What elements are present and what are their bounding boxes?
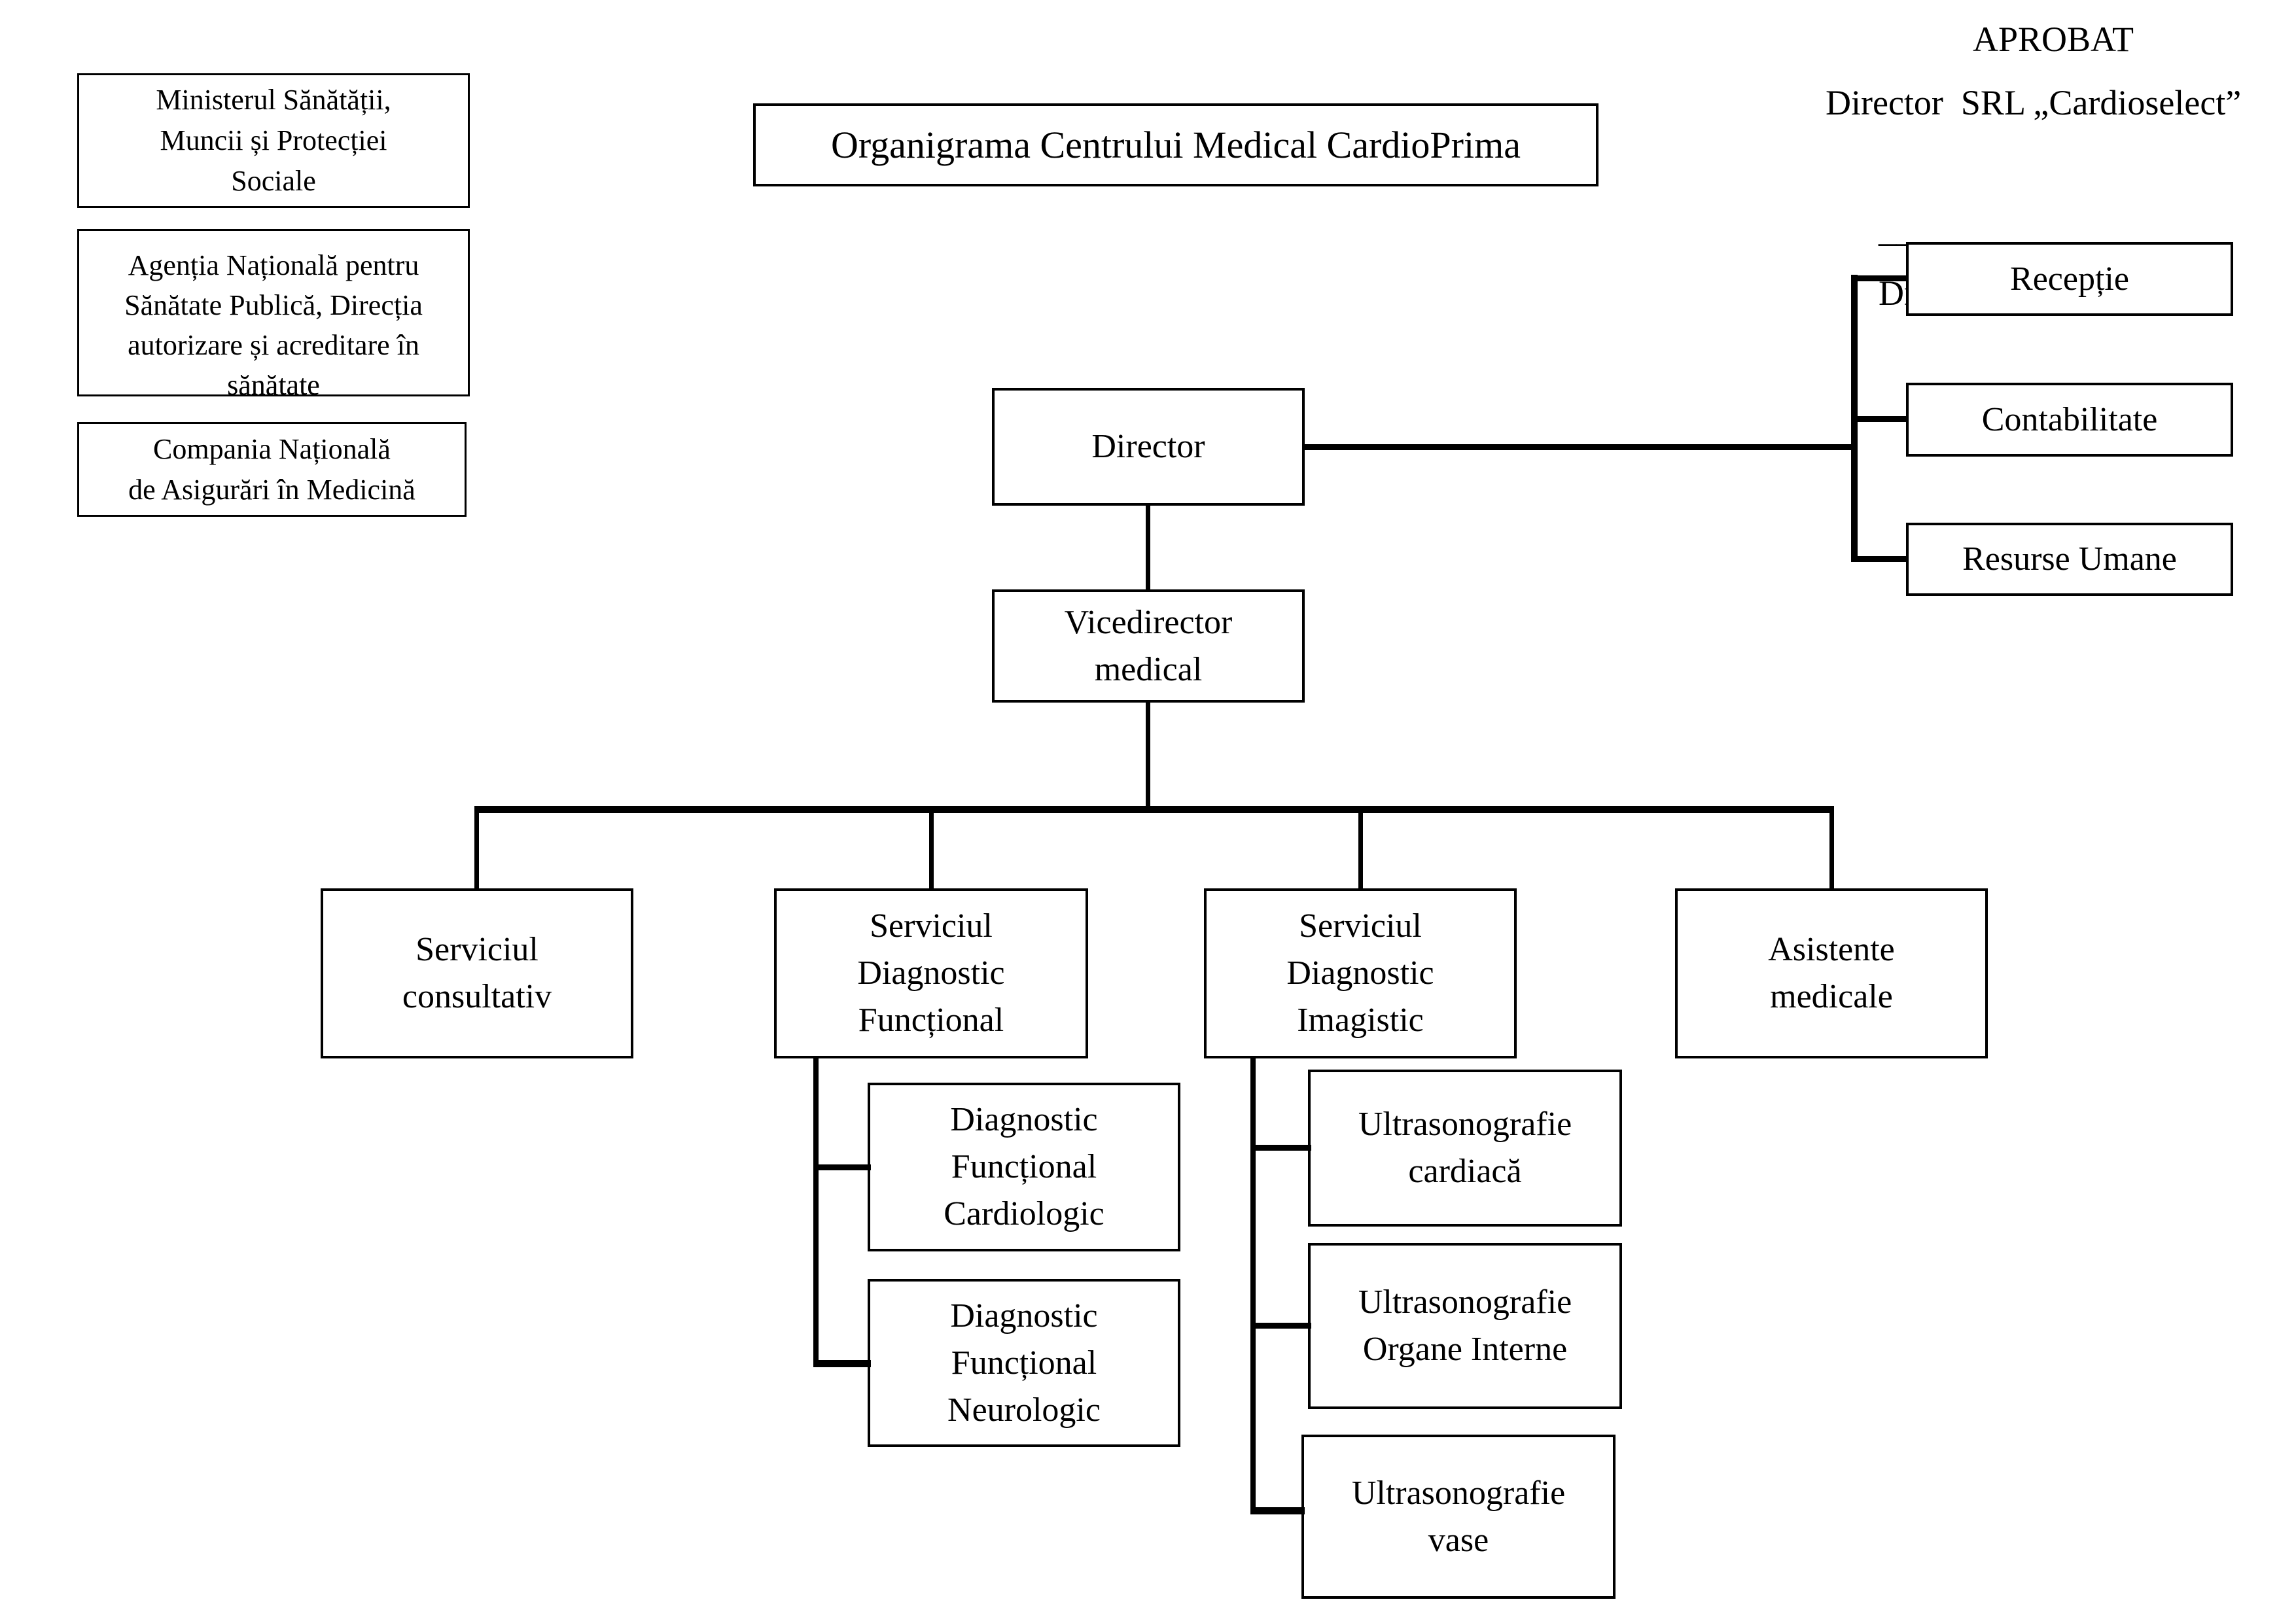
connector-imagistic-branch xyxy=(1250,1057,1256,1514)
internal-organs-ultrasound-line: Organe Interne xyxy=(1362,1331,1568,1368)
connector-drop-assistants xyxy=(1829,811,1834,890)
vicedirector-line: medical xyxy=(1094,650,1203,688)
vicedirector-box: Vicedirector medical xyxy=(992,589,1305,703)
vicedirector-line: Vicedirector xyxy=(1064,603,1233,641)
consultative-line: Serviciul xyxy=(415,931,539,968)
hr-box: Resurse Umane xyxy=(1906,523,2233,596)
consultative-line: consultativ xyxy=(402,978,552,1015)
cardiologic-line: Funcțional xyxy=(951,1148,1097,1185)
agency-line: Sănătate Publică, Direcția xyxy=(124,289,423,321)
vascular-ultrasound-line: Ultrasonografie xyxy=(1351,1474,1566,1512)
connector-stub-reception xyxy=(1851,275,1909,281)
medical-assistants-box: Asistente medicale xyxy=(1675,888,1988,1058)
connector-stub-accounting xyxy=(1851,416,1909,422)
imagistic-line: Serviciul xyxy=(1299,907,1422,945)
agency-line: sănătate xyxy=(227,369,320,396)
imagistic-line: Diagnostic xyxy=(1286,954,1434,992)
cardiac-ultrasound-box: Ultrasonografie cardiacă xyxy=(1308,1070,1622,1227)
consultative-service-box: Serviciul consultativ xyxy=(321,888,633,1058)
ministry-line: Ministerul Sănătății, xyxy=(156,84,391,116)
reception-label: Recepție xyxy=(2010,260,2129,298)
connector-director-vicedirector xyxy=(1146,506,1150,589)
agency-line: autorizare și acreditare în xyxy=(128,329,419,361)
chart-title: Organigrama Centrului Medical CardioPrim… xyxy=(831,124,1521,166)
internal-organs-ultrasound-line: Ultrasonografie xyxy=(1358,1283,1572,1321)
connector-stub-neurologic xyxy=(813,1360,871,1367)
functional-line: Funcțional xyxy=(858,1002,1004,1039)
director-label: Director xyxy=(1091,428,1205,465)
approval-signature-row: ______________ Dragan Ion xyxy=(1819,135,2287,313)
connector-drop-imagistic xyxy=(1358,811,1363,890)
connector-stub-cardiac-ultrasound xyxy=(1250,1145,1311,1151)
ministry-box: Ministerul Sănătății, Muncii și Protecți… xyxy=(77,73,470,208)
approval-heading: APROBAT xyxy=(1972,20,2134,59)
assistants-line: medicale xyxy=(1770,978,1893,1015)
cardiac-ultrasound-line: Ultrasonografie xyxy=(1358,1106,1572,1143)
connector-stub-internal-organs-ultrasound xyxy=(1250,1323,1311,1329)
internal-organs-ultrasound-box: Ultrasonografie Organe Interne xyxy=(1308,1243,1622,1409)
approval-role-line: Director SRL „Cardioselect” xyxy=(1826,83,2242,122)
agency-box: Agenția Națională pentru Sănătate Public… xyxy=(77,229,470,396)
functional-line: Diagnostic xyxy=(857,954,1005,992)
connector-vicedirector-bus xyxy=(1146,703,1150,807)
connector-stub-hr xyxy=(1851,556,1909,562)
ministry-line: Sociale xyxy=(231,165,316,197)
vascular-ultrasound-box: Ultrasonografie vase xyxy=(1301,1435,1616,1599)
assistants-line: Asistente xyxy=(1768,931,1895,968)
connector-drop-functional xyxy=(929,811,934,890)
functional-diagnostic-service-box: Serviciul Diagnostic Funcțional xyxy=(774,888,1088,1058)
cardiologic-line: Cardiologic xyxy=(944,1195,1104,1232)
connector-functional-branch xyxy=(813,1057,819,1367)
neurologic-line: Neurologic xyxy=(947,1391,1101,1429)
insurance-company-line: Compania Națională xyxy=(153,432,391,465)
cardiologic-line: Diagnostic xyxy=(950,1101,1098,1138)
insurance-company-line: de Asigurări în Medicină xyxy=(128,473,415,506)
insurance-company-box: Compania Națională de Asigurări în Medic… xyxy=(77,422,467,517)
connector-drop-consultative xyxy=(474,811,479,890)
connector-department-bus xyxy=(474,806,1834,813)
neurologic-line: Funcțional xyxy=(951,1344,1097,1382)
accounting-box: Contabilitate xyxy=(1906,383,2233,457)
cardiac-ultrasound-line: cardiacă xyxy=(1408,1153,1522,1190)
reception-box: Recepție xyxy=(1906,242,2233,316)
vascular-ultrasound-line: vase xyxy=(1428,1521,1489,1559)
chart-title-box: Organigrama Centrului Medical CardioPrim… xyxy=(753,103,1598,186)
director-box: Director xyxy=(992,388,1305,506)
connector-director-admin xyxy=(1305,444,1858,450)
neurologic-line: Diagnostic xyxy=(950,1297,1098,1335)
ministry-line: Muncii și Protecției xyxy=(160,124,387,156)
connector-stub-vascular-ultrasound xyxy=(1250,1507,1305,1514)
agency-line: Agenția Națională pentru xyxy=(128,249,419,281)
imagistic-line: Imagistic xyxy=(1297,1002,1424,1039)
functional-line: Serviciul xyxy=(870,907,993,945)
neurologic-functional-diagnostic-box: Diagnostic Funcțional Neurologic xyxy=(868,1279,1180,1447)
connector-stub-cardiologic xyxy=(813,1164,871,1170)
accounting-label: Contabilitate xyxy=(1981,400,2158,438)
approval-block: APROBAT Director SRL „Cardioselect” ____… xyxy=(1819,8,2287,313)
imaging-diagnostic-service-box: Serviciul Diagnostic Imagistic xyxy=(1204,888,1517,1058)
hr-label: Resurse Umane xyxy=(1962,540,2177,578)
cardiologic-functional-diagnostic-box: Diagnostic Funcțional Cardiologic xyxy=(868,1083,1180,1251)
